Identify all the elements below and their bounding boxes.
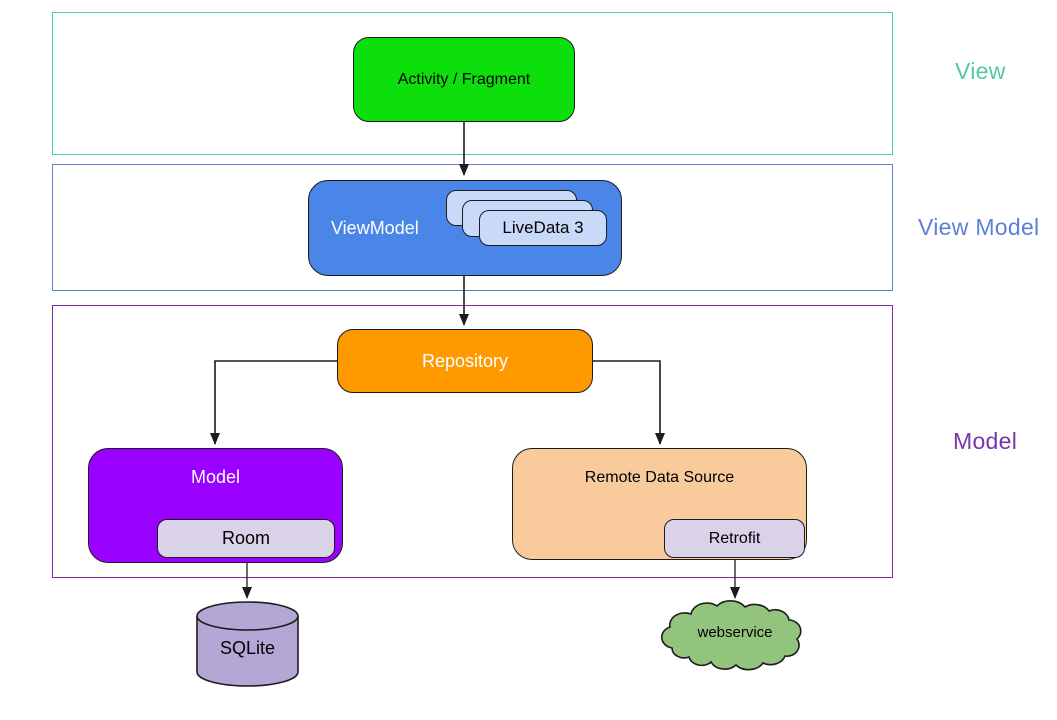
room-node: Room xyxy=(157,519,335,558)
model-label: Model xyxy=(190,467,241,487)
view-layer-label: View xyxy=(955,58,1006,84)
retrofit-node: Retrofit xyxy=(664,519,805,558)
livedata-label: LiveData 3 xyxy=(502,218,584,237)
arrow-repository-to-remote xyxy=(593,360,665,445)
sqlite-label: SQLite xyxy=(219,638,276,658)
room-label: Room xyxy=(221,528,270,548)
arrow-repository-to-model xyxy=(210,360,337,445)
remote-data-source-label: Remote Data Source xyxy=(584,469,735,486)
livedata-card-front: LiveData 3 xyxy=(479,210,607,246)
retrofit-label: Retrofit xyxy=(708,529,761,547)
repository-node: Repository xyxy=(337,329,593,393)
viewmodel-layer-label: View Model xyxy=(918,214,1040,240)
model-layer-label: Model xyxy=(953,428,1018,454)
activity-fragment-label: Activity / Fragment xyxy=(397,70,531,88)
sqlite-database-icon xyxy=(196,601,299,687)
viewmodel-layer-box xyxy=(52,164,893,291)
repository-label: Repository xyxy=(421,350,509,371)
activity-fragment-node: Activity / Fragment xyxy=(353,37,575,122)
model-layer-box xyxy=(52,305,893,578)
view-layer-box xyxy=(52,12,893,155)
webservice-label: webservice xyxy=(697,624,773,641)
viewmodel-label: ViewModel xyxy=(331,217,419,238)
webservice-cloud-icon xyxy=(660,600,802,671)
